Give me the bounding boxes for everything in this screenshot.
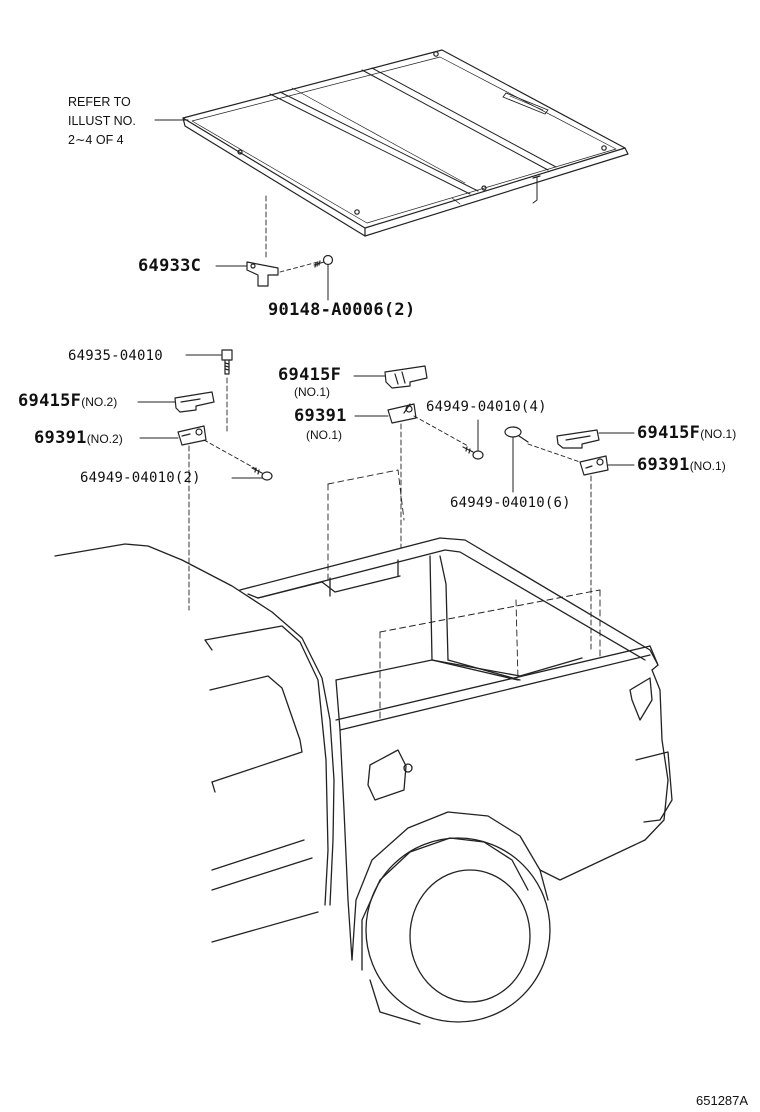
part-label-90148-A0006[interactable]: 90148-A0006(2) bbox=[268, 300, 416, 320]
clip-69415F-no2-icon bbox=[174, 391, 215, 413]
hinge-69391-no1-mid-icon bbox=[387, 403, 417, 424]
clip-69415F-no1-right-icon bbox=[556, 429, 600, 449]
part-number: 69415F bbox=[278, 365, 342, 385]
part-label-69391-no1-mid[interactable]: 69391 (NO.1) bbox=[294, 406, 347, 442]
part-label-64949-04010-6[interactable]: 64949-04010(6) bbox=[450, 495, 571, 511]
part-number: 69415F bbox=[18, 391, 82, 411]
part-label-64949-04010-2[interactable]: 64949-04010(2) bbox=[80, 470, 201, 486]
refer-note-line2: ILLUST NO. bbox=[68, 114, 136, 128]
part-suffix: (NO.1) bbox=[700, 427, 737, 441]
tonneau-cover bbox=[182, 49, 629, 237]
part-label-69415F-no1-mid[interactable]: 69415F (NO.1) bbox=[278, 365, 342, 399]
part-suffix: (NO.1) bbox=[689, 459, 726, 473]
truck-bed-illustration bbox=[54, 469, 673, 1025]
part-suffix: (NO.2) bbox=[86, 432, 123, 446]
part-label-69415F-no1-right[interactable]: 69415F(NO.1) bbox=[637, 425, 736, 442]
part-label-64933C[interactable]: 64933C bbox=[138, 256, 202, 276]
part-label-64949-04010-4[interactable]: 64949-04010(4) bbox=[426, 399, 547, 415]
screw-64949-left-icon bbox=[251, 467, 273, 481]
part-suffix: (NO.2) bbox=[81, 395, 118, 409]
part-number: 69391 bbox=[637, 455, 690, 475]
part-number: 69415F bbox=[637, 423, 701, 443]
bolt-64935-icon bbox=[221, 349, 233, 375]
part-label-69391-no1-right[interactable]: 69391(NO.1) bbox=[637, 457, 726, 474]
refer-note-line3: 2∼4 OF 4 bbox=[68, 133, 124, 147]
part-number: 69391 bbox=[294, 406, 347, 426]
clip-69415F-no1-mid-icon bbox=[384, 365, 428, 389]
refer-note: REFER TO ILLUST NO. 2∼4 OF 4 bbox=[68, 93, 136, 150]
screw-64949-right-icon bbox=[504, 426, 529, 443]
bracket-64933C-icon bbox=[246, 261, 279, 287]
hinge-69391-no2-icon bbox=[177, 425, 207, 446]
screw-90148-icon bbox=[313, 254, 334, 268]
screw-64949-mid-icon bbox=[462, 446, 484, 460]
part-suffix: (NO.1) bbox=[306, 428, 342, 442]
refer-note-line1: REFER TO bbox=[68, 95, 131, 109]
part-label-69415F-no2[interactable]: 69415F(NO.2) bbox=[18, 393, 117, 410]
part-suffix: (NO.1) bbox=[294, 385, 330, 399]
part-label-64935-04010[interactable]: 64935-04010 bbox=[68, 348, 163, 364]
hinge-69391-no1-right-icon bbox=[579, 455, 609, 476]
part-label-69391-no2[interactable]: 69391(NO.2) bbox=[34, 430, 123, 447]
part-number: 69391 bbox=[34, 428, 87, 448]
diagram-code: 651287A bbox=[696, 1093, 749, 1108]
